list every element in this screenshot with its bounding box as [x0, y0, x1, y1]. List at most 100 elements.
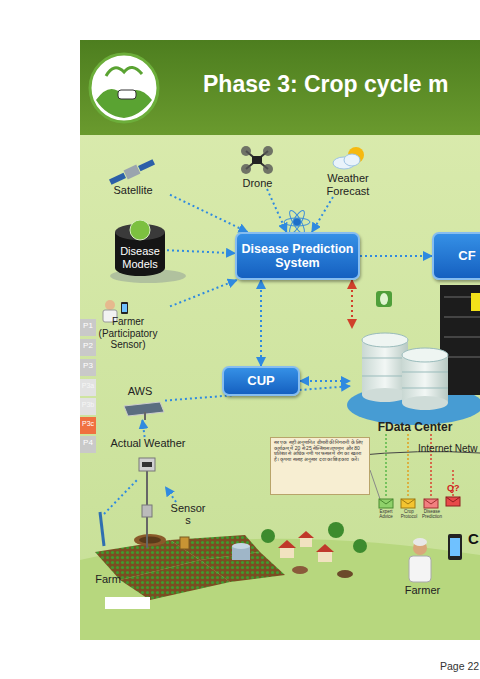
slide-title: Phase 3: Crop cycle m: [203, 71, 448, 98]
logo-cow: [118, 90, 136, 99]
server-slot: [444, 336, 480, 338]
node-text: Actual Weather: [110, 437, 185, 449]
node-text: CUP: [247, 374, 274, 389]
house-roof: [316, 544, 334, 552]
sensor-icon: [180, 537, 189, 549]
query-label: Q?: [447, 484, 460, 494]
envelope-flap: [446, 497, 460, 502]
envelope-flap: [401, 499, 415, 504]
message-line: [407, 434, 409, 498]
storage-stripe: [362, 358, 408, 359]
process-box: Disease Prediction System: [235, 232, 360, 280]
well: [134, 534, 166, 546]
node-text: सर एक सही अनुमानित बीमारी की निगरानी के …: [274, 440, 366, 462]
connector: [170, 280, 237, 306]
sensor-link: [104, 480, 137, 514]
ground: [80, 539, 480, 640]
phase-tab: [80, 436, 96, 453]
storage-cylinder: [402, 396, 448, 410]
phase-tab-label: P1: [80, 322, 96, 331]
farm-node: Farm: [86, 570, 130, 588]
crop-field: [170, 535, 260, 560]
atom-orbit: [284, 218, 310, 226]
envelope-icon: [424, 499, 438, 508]
water-tank-top: [232, 543, 250, 549]
node-text: Sensor s: [168, 502, 208, 527]
storage-stripe: [402, 388, 448, 389]
logo-circle: [90, 54, 158, 122]
drone-rotor: [241, 146, 251, 156]
storage-cylinder: [402, 348, 448, 362]
cloud-icon: [344, 154, 360, 166]
envelope-label: Crop Protocol: [397, 510, 421, 520]
node-text: Disease Prediction System: [237, 242, 358, 270]
process-box: CUP: [222, 366, 300, 396]
connector: [312, 197, 333, 232]
tree: [328, 522, 344, 538]
panel-pole: [144, 412, 146, 420]
station-node: Actual Weather: [108, 437, 188, 487]
soil-probe: [100, 512, 104, 546]
farmer-node: Farmer: [395, 582, 450, 598]
connector: [170, 195, 248, 232]
white-patch: [105, 597, 150, 609]
connector: [167, 250, 235, 253]
house: [318, 552, 332, 562]
drone-body: [252, 156, 262, 164]
storage-stripe: [402, 372, 448, 373]
drone-node: Drone: [230, 147, 285, 189]
satellite-node: Satellite: [96, 158, 170, 196]
connector: [351, 280, 353, 328]
node-text: Disease Models: [113, 245, 167, 270]
envelope-flap: [424, 499, 438, 504]
page-number: Page 22: [440, 661, 479, 673]
envelope-flap: [379, 499, 393, 504]
weather-node: Weather Forecast: [316, 147, 380, 197]
phase-tab-label: P4: [80, 439, 96, 448]
well-inner: [139, 537, 161, 544]
satellite-body: [124, 165, 141, 180]
drone-rotor: [241, 164, 251, 174]
house: [280, 548, 294, 558]
connector: [267, 189, 287, 232]
node-text: Farmer (Participatory Sensor): [86, 316, 170, 350]
house-roof: [278, 540, 296, 548]
farmer-body: [409, 556, 431, 582]
phase-tab-label: P3: [80, 362, 96, 371]
data-center-node: FData Center: [350, 328, 480, 434]
connector: [142, 420, 144, 437]
connector: [260, 280, 262, 366]
phone-screen: [122, 304, 127, 312]
slide-header: [80, 40, 480, 135]
envelope-icon: [446, 497, 460, 506]
phase-tab: [80, 319, 96, 336]
yellow-note: [471, 293, 480, 311]
drone-rotor: [263, 146, 273, 156]
cow: [292, 566, 308, 574]
envelope-label: Expert Advice: [374, 510, 398, 520]
phase-tab-label: P3a: [80, 382, 96, 390]
phase-tab: [80, 339, 96, 356]
house-roof: [298, 531, 314, 538]
tree: [261, 529, 275, 543]
database-cylinder: Disease Models: [113, 220, 167, 278]
phase-tab-label: P3c: [80, 420, 96, 428]
cow: [337, 570, 353, 578]
storage-cylinder: [362, 340, 408, 395]
leader-line: [370, 470, 380, 499]
app-leaf: [380, 293, 388, 305]
node-text: Weather Forecast: [316, 172, 380, 197]
farmer-sensor-node: Farmer (Participatory Sensor): [86, 296, 170, 350]
server-slot: [444, 356, 480, 358]
phase-tab: [80, 379, 96, 396]
node-text: Drone: [243, 177, 273, 189]
station-box: [139, 458, 155, 471]
logo-hills: [96, 89, 152, 118]
app-icon: [376, 291, 392, 307]
message-box: सर एक सही अनुमानित बीमारी की निगरानी के …: [270, 437, 370, 495]
farmer-turban: [413, 538, 427, 546]
phase-tab-label: P3b: [80, 401, 96, 409]
node-text: FData Center: [378, 421, 453, 434]
satellite-panel: [109, 173, 126, 185]
